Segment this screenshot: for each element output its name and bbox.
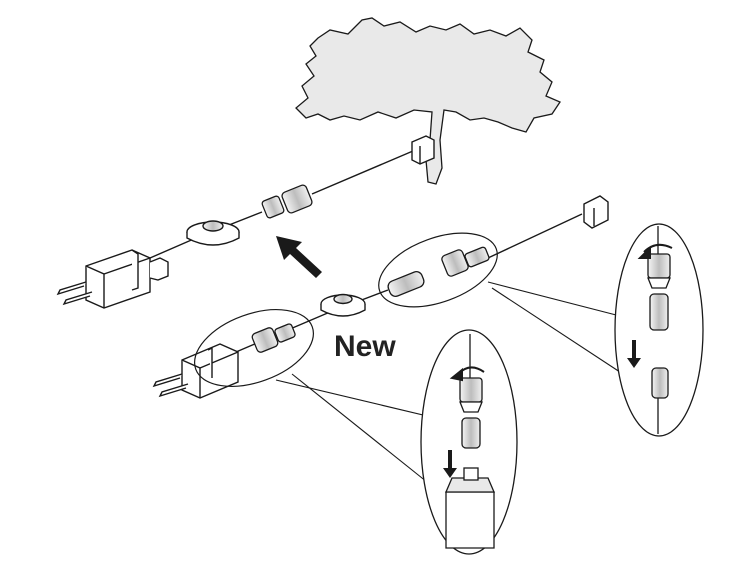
old-inline-controller — [186, 220, 240, 246]
adapter-side-connector — [251, 323, 296, 353]
callout-leader-lines — [275, 281, 627, 487]
new-cable-upper — [487, 213, 583, 259]
old-connector — [261, 184, 313, 219]
adapter-connection-detail — [420, 329, 518, 555]
large-diagonal-arrow-icon — [276, 236, 322, 278]
rotate-arrow-icon — [449, 366, 485, 382]
rotate-arrow-icon — [637, 243, 673, 259]
old-cable-upper — [311, 147, 421, 195]
new-end-clip — [583, 195, 609, 229]
new-power-adapter — [152, 343, 239, 399]
callout-ovals — [193, 232, 498, 387]
new-label: New — [334, 330, 396, 363]
down-arrow-icon — [627, 340, 641, 368]
middle-callout-oval — [378, 232, 498, 308]
end-connection-detail — [614, 223, 704, 437]
new-inline-controller — [320, 293, 366, 317]
new-light-strand — [152, 195, 609, 399]
old-power-adapter — [56, 249, 169, 309]
tree-silhouette — [295, 17, 561, 185]
down-arrow-icon — [443, 450, 457, 478]
middle-connector-pair — [387, 246, 490, 297]
adapter-callout-oval — [193, 309, 315, 387]
old-end-clip — [411, 135, 435, 165]
old-light-strand — [56, 135, 435, 309]
